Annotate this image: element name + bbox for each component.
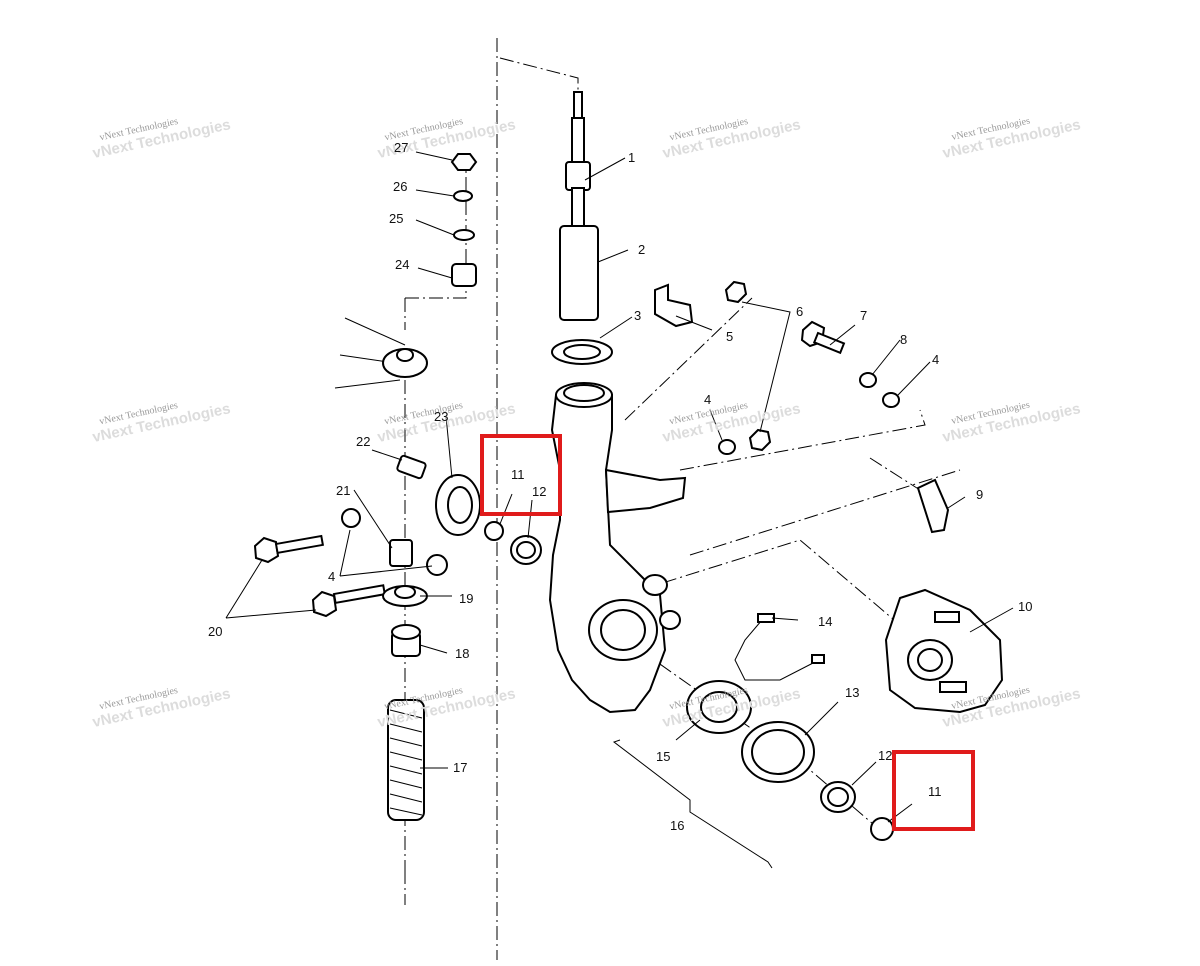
watermark-9: vNext Technologies vNext Technologies <box>91 685 232 731</box>
races-12 <box>510 535 856 813</box>
callout-15: 15 <box>656 749 670 764</box>
key-9 <box>916 478 950 534</box>
callout-7: 7 <box>860 308 867 323</box>
callout-25: 25 <box>389 211 403 226</box>
highlight-box-lower <box>892 750 975 831</box>
bolts-20 <box>253 534 386 618</box>
coil-spring <box>387 699 425 821</box>
callout-8: 8 <box>900 332 907 347</box>
callout-11-lower: 11 <box>928 784 942 799</box>
callout-23: 23 <box>434 409 448 424</box>
callout-26: 26 <box>393 179 407 194</box>
callout-27: 27 <box>394 140 408 155</box>
callout-12-lower: 12 <box>878 748 892 763</box>
callout-12-upper: 12 <box>532 484 546 499</box>
callout-14: 14 <box>818 614 832 629</box>
shock-body <box>559 225 599 321</box>
callout-10: 10 <box>1018 599 1032 614</box>
seal-ring <box>551 339 613 365</box>
group-bracket-16 <box>612 739 773 869</box>
clip-bracket <box>654 283 694 328</box>
watermark-8: vNext Technologies vNext Technologies <box>941 400 1082 447</box>
bearing-cup <box>741 721 815 783</box>
highlight-boxes <box>480 434 975 831</box>
callout-1: 1 <box>628 150 635 165</box>
callout-18: 18 <box>455 646 469 661</box>
callout-5: 5 <box>726 329 733 344</box>
top-hardware-stack <box>450 153 478 287</box>
nut-6-pair <box>724 280 772 452</box>
callout-22: 22 <box>356 434 370 449</box>
callout-20: 20 <box>208 624 222 639</box>
callout-21: 21 <box>336 483 350 498</box>
watermark-4: vNext Technologies vNext Technologies <box>941 115 1082 162</box>
watermark-5: vNext Technologies vNext Technologies <box>91 400 232 446</box>
brake-caliper <box>884 588 1004 714</box>
callout-3: 3 <box>634 308 641 323</box>
callout-19: 19 <box>459 591 473 606</box>
callout-labels: 1 2 3 4 4 4 5 6 7 8 9 10 11 11 12 12 13 … <box>208 140 1032 833</box>
callout-11-upper: 11 <box>511 467 525 482</box>
callout-13: 13 <box>845 685 859 700</box>
wear-sensor <box>734 613 825 681</box>
seal-15 <box>686 680 752 734</box>
lock-washer-8 <box>859 372 877 388</box>
callout-16: 16 <box>670 818 684 833</box>
leader-lines <box>225 151 1014 823</box>
callout-4-right: 4 <box>932 352 939 367</box>
highlight-box-upper <box>480 434 562 516</box>
watermark-3: vNext Technologies vNext Technologies <box>661 116 802 162</box>
bolt-7 <box>800 320 846 355</box>
spindle-housing <box>548 382 687 714</box>
seal-23 <box>435 474 481 536</box>
callout-6: 6 <box>796 304 803 319</box>
callout-2: 2 <box>638 242 645 257</box>
watermark-1: vNext Technologies vNext Technologies <box>91 116 232 162</box>
flange-nut-19 <box>382 585 428 607</box>
callout-24: 24 <box>395 257 409 272</box>
watermark-7: vNext Technologies vNext Technologies <box>661 400 802 446</box>
shock-shaft <box>565 91 591 229</box>
callout-9: 9 <box>976 487 983 502</box>
bump-stop-18 <box>391 624 421 657</box>
washers-4 <box>341 392 900 576</box>
callout-17: 17 <box>453 760 467 775</box>
grease-fitting <box>396 454 427 480</box>
callout-4-left: 4 <box>328 569 335 584</box>
callout-4-upper: 4 <box>704 392 711 407</box>
bushing-21 <box>389 539 413 567</box>
watermark-10: vNext Technologies vNext Technologies <box>376 685 517 731</box>
upper-mount <box>334 317 428 389</box>
